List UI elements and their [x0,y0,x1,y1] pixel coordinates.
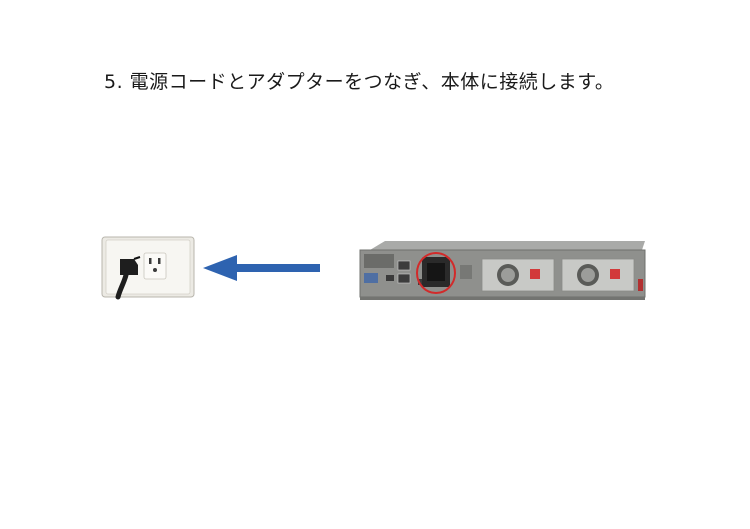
server-rear-image [359,241,646,300]
arrow-left-icon [203,255,320,281]
power-supply-module [561,258,635,292]
connection-illustration [100,217,650,307]
wall-outlet-image [101,236,195,300]
power-supply-module [481,258,555,292]
instruction-step-5: 5. 電源コードとアダプターをつなぎ、本体に接続します。 [104,71,615,93]
